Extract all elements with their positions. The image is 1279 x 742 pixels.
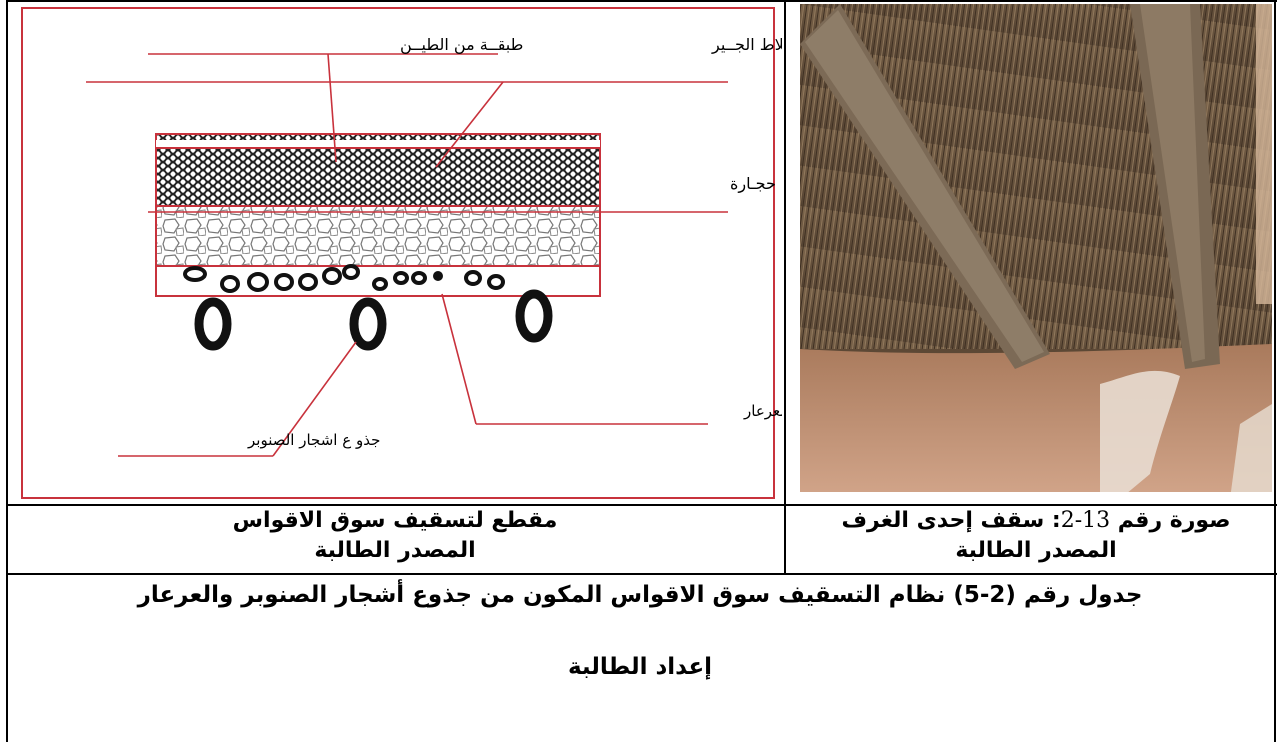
- photo-caption-suffix: : سقف إحدى الغرف: [841, 508, 1061, 533]
- diagram-frame: [21, 7, 775, 499]
- pine-trunk-shapes: [194, 289, 553, 351]
- mud-wall: [800, 344, 1272, 499]
- photo-caption: صورة رقم 13-2: سقف إحدى الغرف المصدر الط…: [800, 506, 1272, 566]
- label-pine-trunks: جذو ع اشجار الصنوبر: [247, 431, 380, 449]
- table-border-left: [6, 0, 8, 742]
- label-stones: حجـارة: [730, 174, 776, 194]
- table-row-divider-2: [6, 573, 1277, 575]
- table-border-top: [6, 0, 1277, 2]
- table-caption-credit: إعداد الطالبة: [567, 654, 713, 680]
- label-juniper-trunks: جذوع اشجار العرعار: [743, 402, 782, 420]
- photo-caption-number: 13-2: [1060, 508, 1111, 533]
- stone-layer-shape: [155, 205, 601, 267]
- diagram-caption-title: مقطع لتسقيف سوق الاقواس: [232, 508, 558, 533]
- table-row-divider: [6, 504, 1277, 506]
- table-border-right: [1274, 0, 1276, 742]
- bright-edge-right: [1256, 4, 1272, 304]
- diagram-caption-source: المصدر الطالبة: [314, 538, 476, 563]
- label-clay-layer: طبقــة من الطيــن: [400, 35, 523, 55]
- label-lime-insulating-layer: طبقــة عازلــة ملاط الجــير: [711, 35, 782, 55]
- photo-caption-title: صورة رقم 13-2: سقف إحدى الغرف: [800, 506, 1272, 536]
- leader-lines: [86, 53, 728, 457]
- diagram-caption: مقطع لتسقيف سوق الاقواس المصدر الطالبة: [8, 506, 782, 566]
- photo-caption-prefix: صورة رقم: [1110, 508, 1231, 533]
- juniper-trunk-shapes: [183, 264, 505, 293]
- table-column-divider: [784, 0, 786, 574]
- roof-section-diagram: طبقــة عازلــة ملاط الجــير طبقــة من ال…: [8, 2, 891, 504]
- table-caption-title: جدول رقم (2-5) نظام التسقيف سوق الاقواس …: [137, 582, 1143, 608]
- photo-caption-source: المصدر الطالبة: [955, 538, 1117, 563]
- room-ceiling-photo: [800, 4, 1272, 499]
